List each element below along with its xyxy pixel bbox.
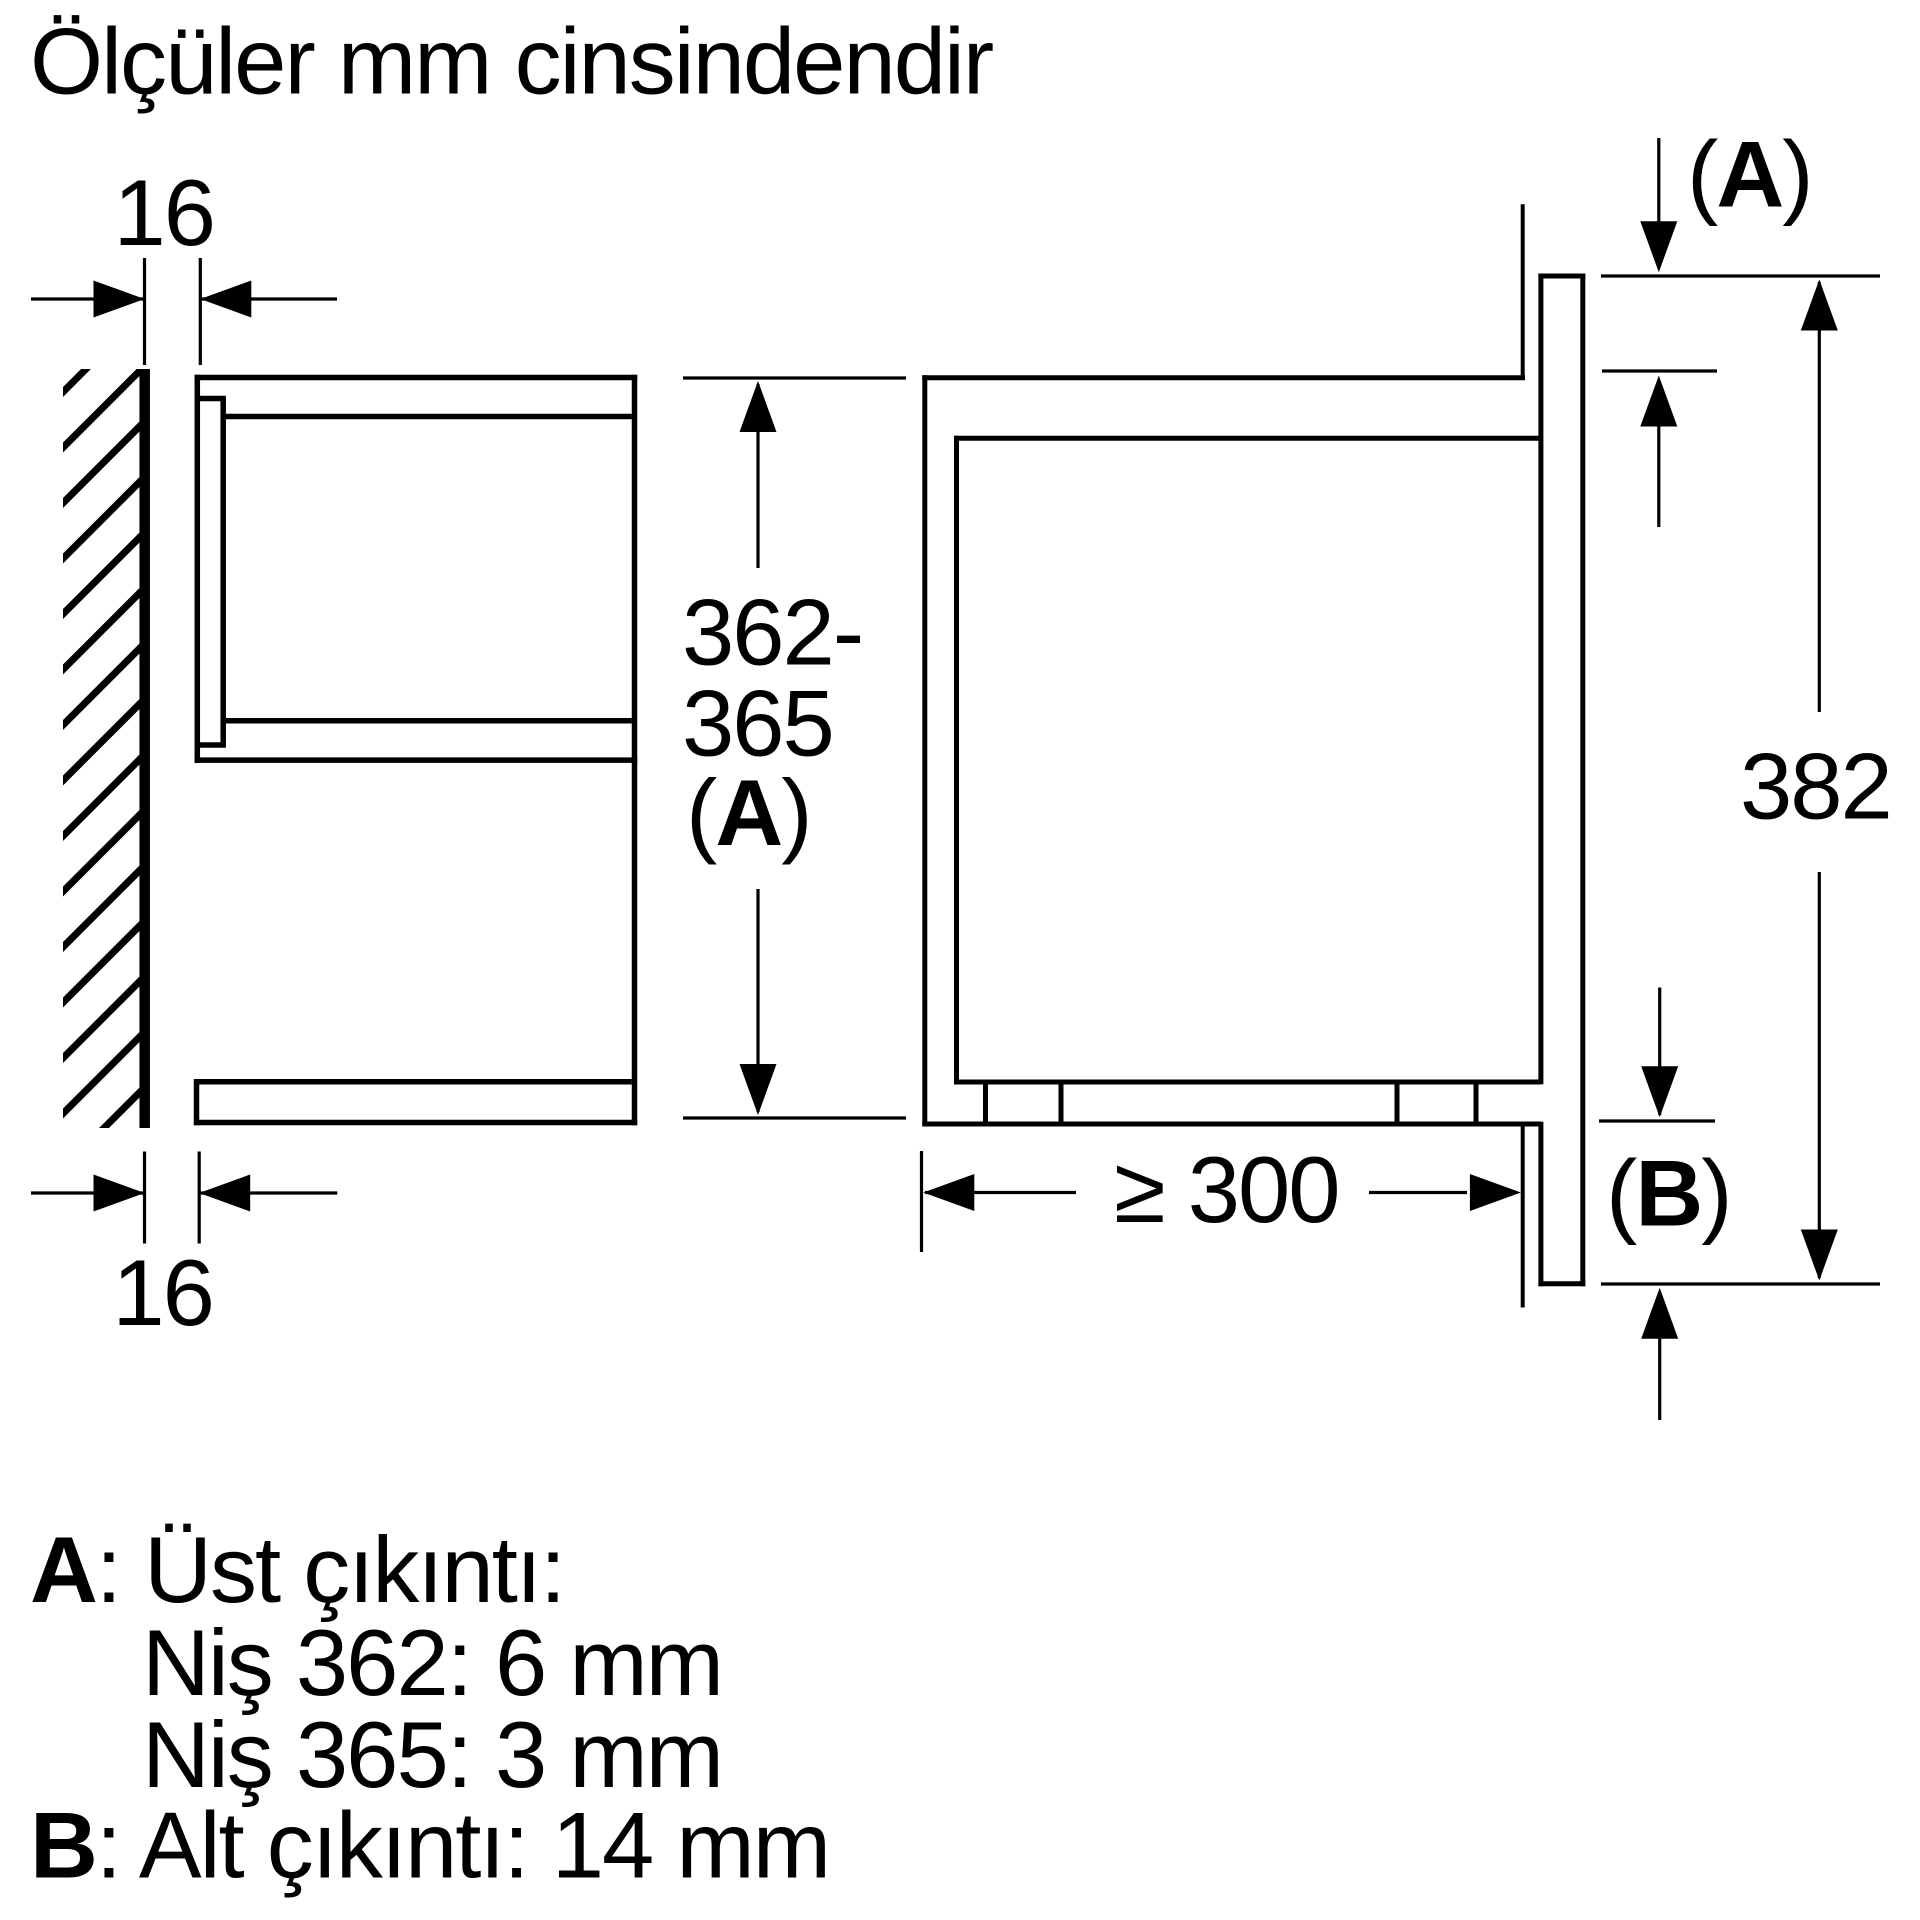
- svg-text:Niş 365: 3 mm: Niş 365: 3 mm: [142, 1702, 722, 1807]
- svg-text:B: Alt çıkıntı: 14 mm: B: Alt çıkıntı: 14 mm: [30, 1793, 829, 1898]
- svg-text:382: 382: [1740, 734, 1891, 839]
- svg-text:≥ 300: ≥ 300: [1114, 1137, 1339, 1242]
- svg-text:16: 16: [112, 1240, 213, 1345]
- svg-text:(B): (B): [1606, 1141, 1731, 1246]
- svg-text:16: 16: [114, 160, 215, 265]
- svg-text:365: 365: [682, 671, 833, 776]
- svg-text:Ölçüler mm cinsindendir: Ölçüler mm cinsindendir: [30, 9, 993, 114]
- svg-text:Niş 362: 6 mm: Niş 362: 6 mm: [142, 1610, 722, 1715]
- svg-text:(A): (A): [686, 760, 811, 865]
- svg-text:362-: 362-: [682, 580, 862, 685]
- svg-text:(A): (A): [1687, 122, 1812, 227]
- svg-text:A: Üst çıkıntı:: A: Üst çıkıntı:: [30, 1517, 564, 1622]
